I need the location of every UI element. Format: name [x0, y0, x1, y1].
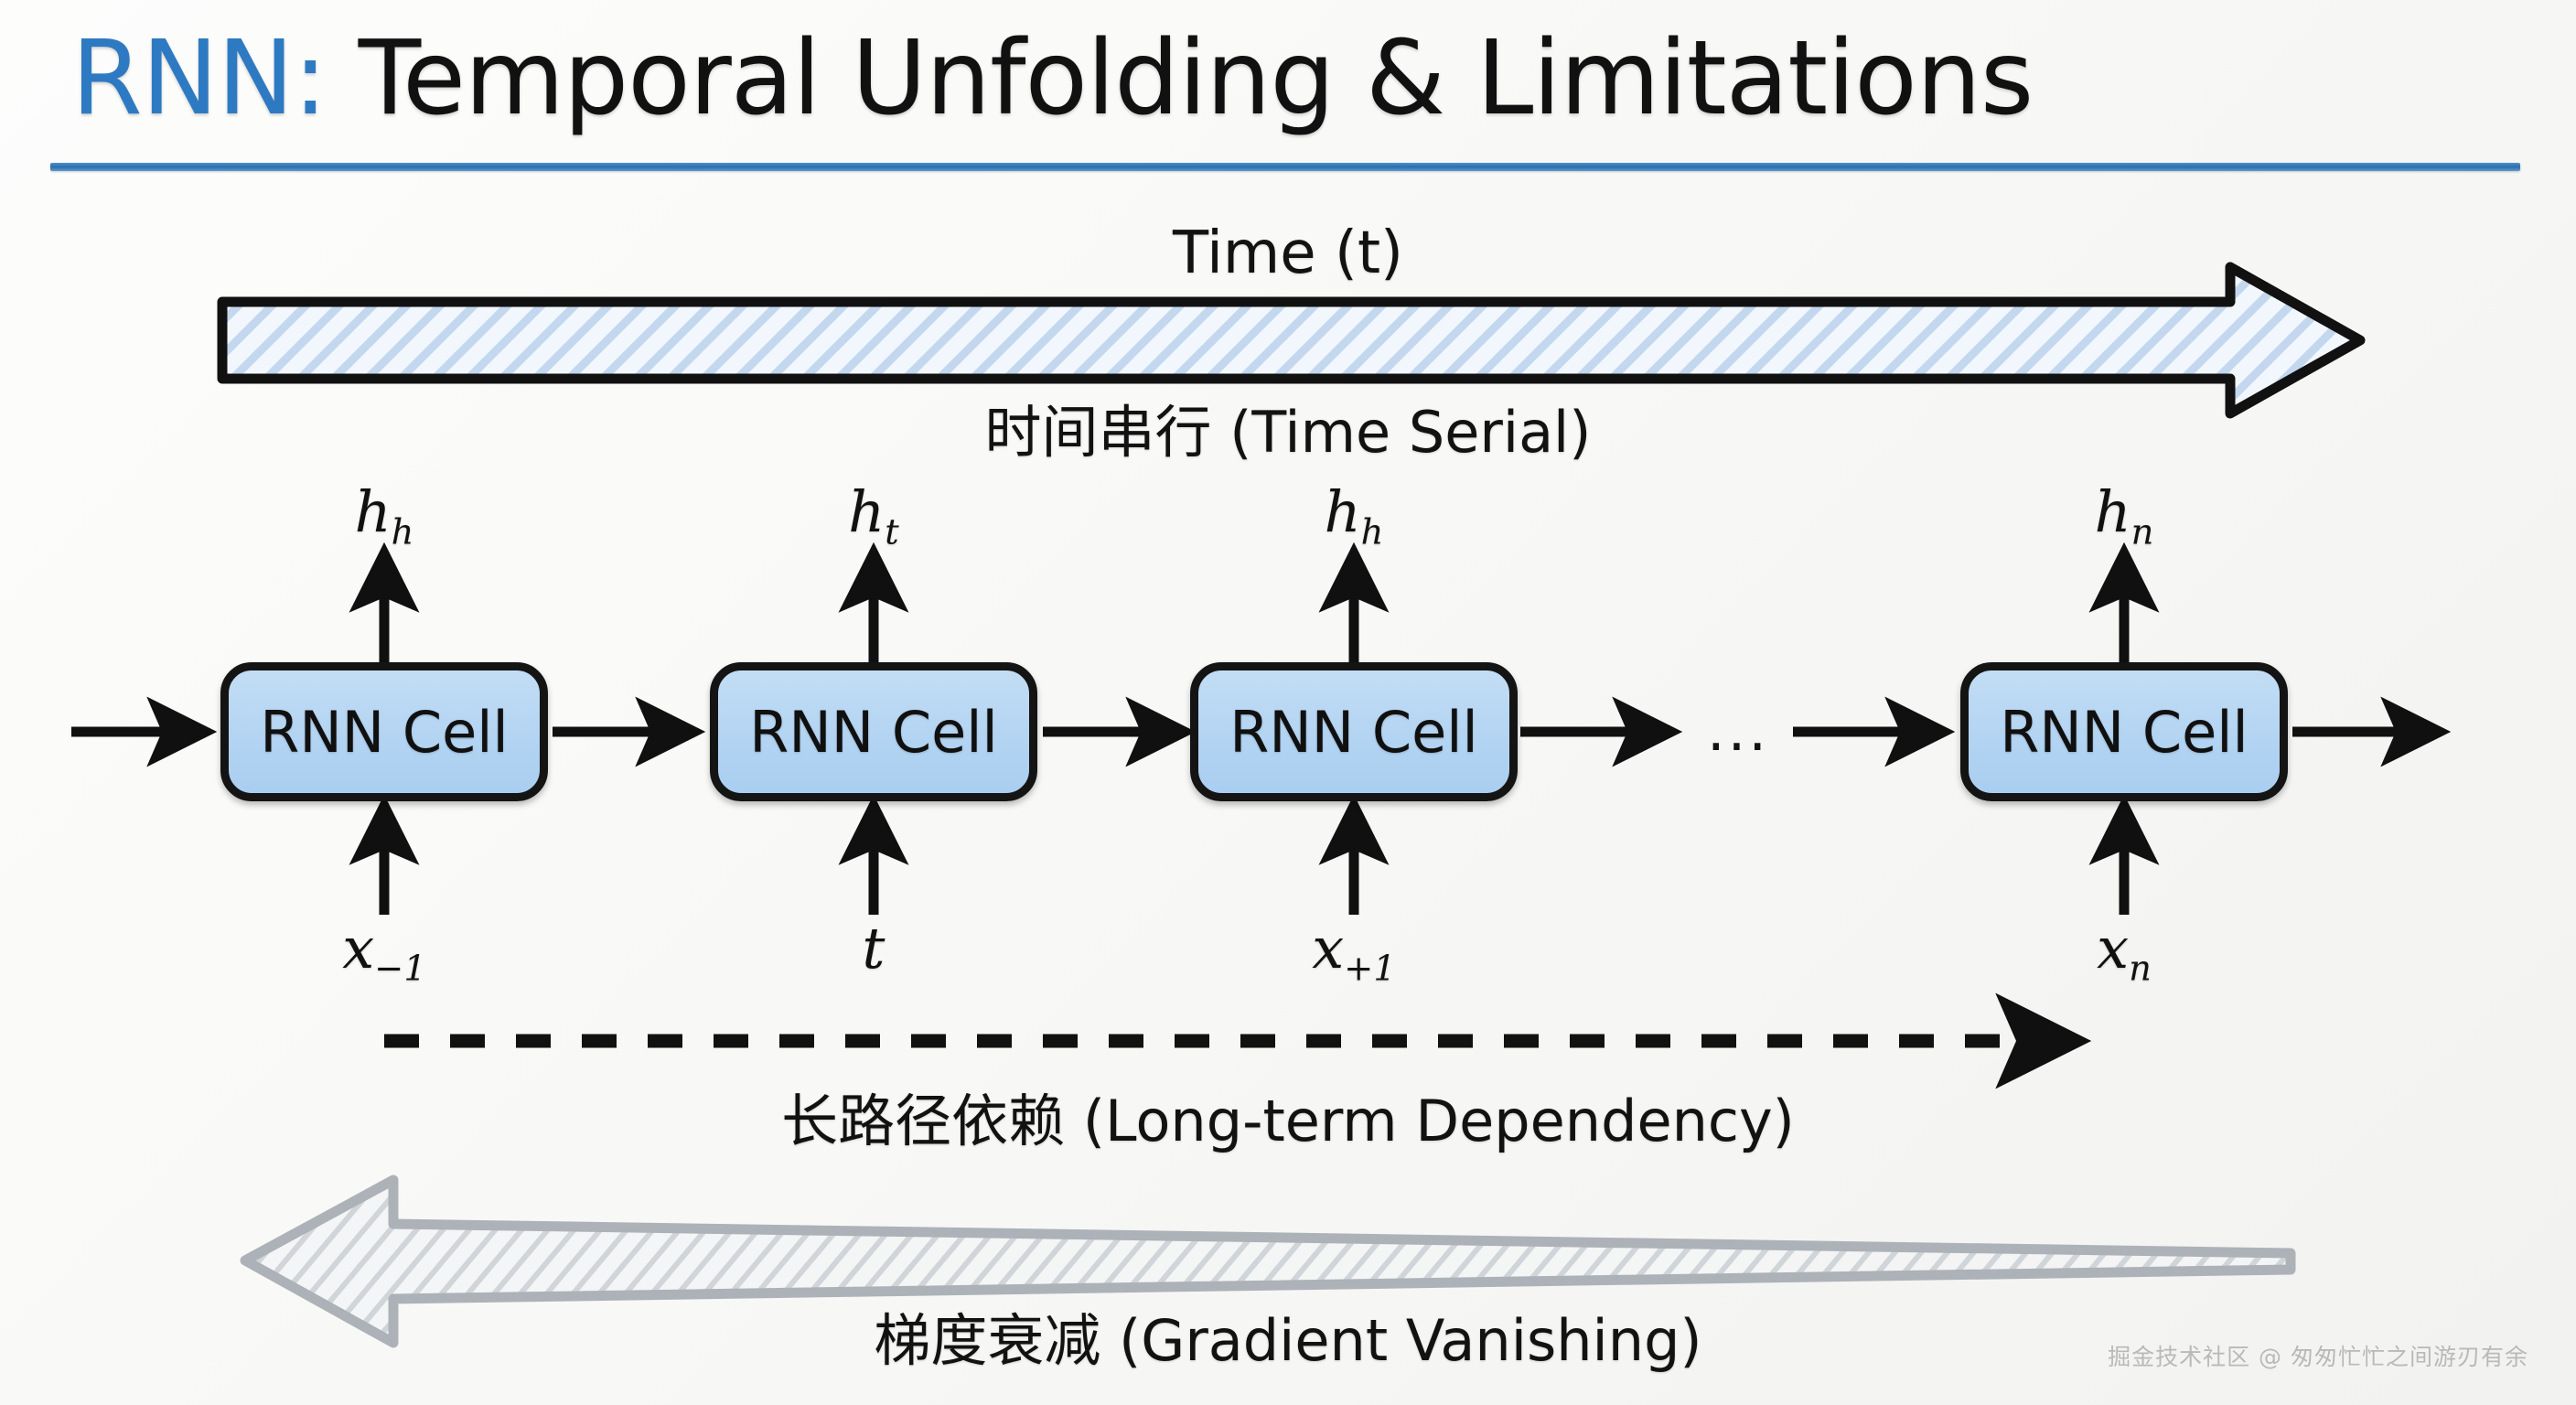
time-arrow	[217, 262, 2366, 419]
input-label-2: t	[862, 915, 886, 981]
rnn-cell-1-label: RNN Cell	[260, 698, 509, 766]
chain-ellipsis: ...	[1706, 697, 1770, 764]
hidden-state-label-2: ht	[848, 478, 899, 553]
rnn-cell-2-label: RNN Cell	[749, 698, 998, 766]
page-title: RNN: Temporal Unfolding & Limitations	[71, 25, 2034, 134]
time-serial-caption: 时间串行 (Time Serial)	[984, 399, 1592, 466]
rnn-cell-1[interactable]: RNN Cell	[220, 662, 548, 801]
rnn-cell-3[interactable]: RNN Cell	[1190, 662, 1518, 801]
gradient-vanishing-caption: 梯度衰减 (Gradient Vanishing)	[874, 1307, 1702, 1374]
input-arrows	[349, 794, 2160, 915]
watermark: 掘金技术社区 @ 匆匆忙忙之间游刃有余	[2108, 1344, 2528, 1370]
hidden-state-label-4: hn	[2094, 478, 2154, 553]
input-label-1: x−1	[342, 915, 426, 990]
hidden-state-label-1: hh	[354, 478, 414, 553]
hidden-state-label-3: hh	[1324, 478, 1384, 553]
title-rest: Temporal Unfolding & Limitations	[327, 19, 2034, 138]
rnn-cell-4[interactable]: RNN Cell	[1960, 662, 2288, 801]
input-label-4: xn	[2097, 915, 2152, 990]
rnn-cell-3-label: RNN Cell	[1229, 698, 1478, 766]
long-term-dependency-caption: 长路径依赖 (Long-term Dependency)	[781, 1088, 1795, 1154]
title-divider-rule	[50, 163, 2520, 171]
rnn-cell-4-label: RNN Cell	[2000, 698, 2249, 766]
time-axis-label: Time (t)	[1173, 220, 1403, 287]
input-label-3: x+1	[1312, 915, 1396, 990]
title-accent: RNN:	[71, 19, 327, 138]
gradient-vanishing-arrow	[240, 1174, 2296, 1348]
rnn-cell-2[interactable]: RNN Cell	[710, 662, 1037, 801]
